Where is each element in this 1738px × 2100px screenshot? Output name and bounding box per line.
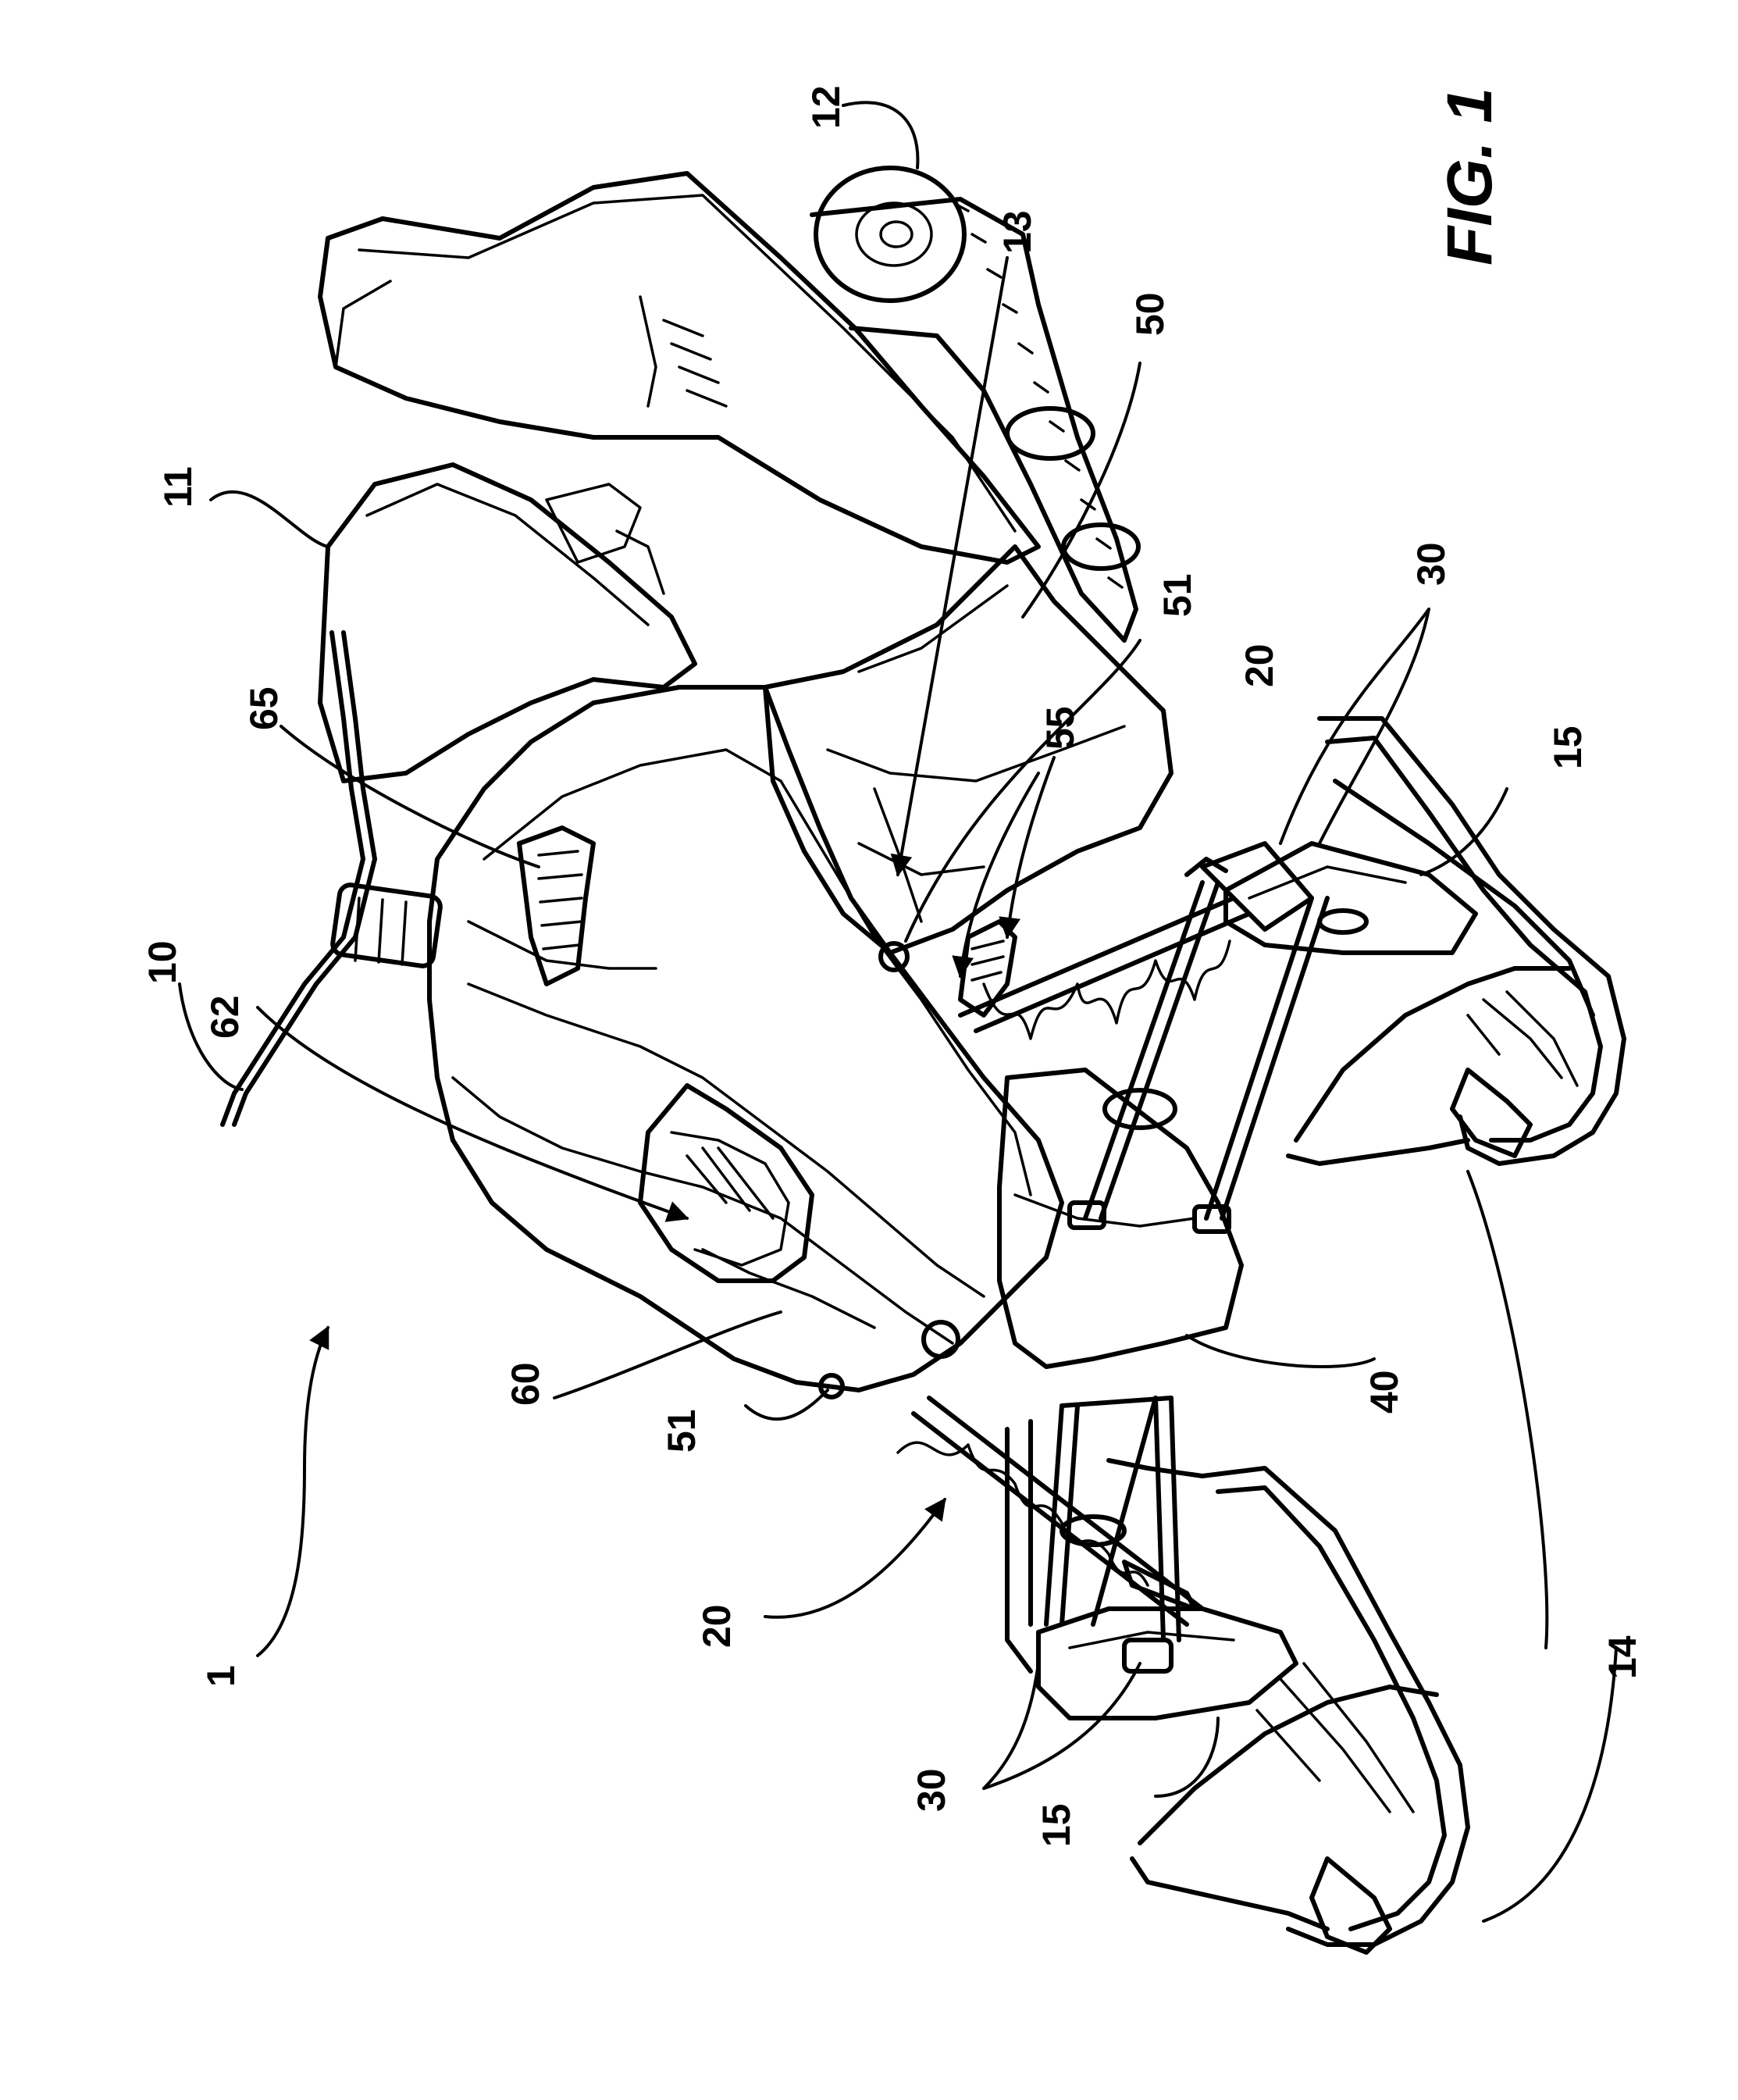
label-20-left: 20 [695,1604,739,1648]
leader-11 [211,492,328,547]
reference-labels: 1 10 11 12 13 14 15 15 20 20 30 30 40 50… [141,85,1644,1847]
leader-30-right-b [1280,609,1429,843]
label-15-left: 15 [1035,1803,1078,1847]
leader-13 [898,258,1007,875]
leader-14a [1468,1171,1547,1648]
hood [765,547,1171,953]
leader-20-left [765,1499,945,1617]
ski-left [1007,1421,1468,1952]
label-50: 50 [1128,292,1172,336]
ski-spindle-left [1038,1609,1296,1718]
leader-51-lower [746,1390,828,1419]
label-20-right: 20 [1238,644,1281,687]
ski-right [1288,718,1624,1164]
label-15-right: 15 [1546,726,1590,769]
leader-20-right [960,773,1038,976]
label-51-upper: 51 [1156,573,1199,617]
snowmobile-drawing [223,168,1624,1952]
fasteners [821,943,958,1397]
label-1: 1 [199,1665,243,1687]
upper-console [320,465,695,781]
leader-15-left [1156,1718,1218,1796]
label-13: 13 [995,210,1039,254]
vehicle-arrow [258,1328,328,1656]
leader-62 [258,1007,687,1218]
air-intake [640,1086,812,1281]
leader-12 [843,102,917,168]
label-60: 60 [504,1362,547,1406]
label-10: 10 [141,940,184,984]
nose-panel [429,687,1062,1390]
leader-40 [1187,1335,1374,1367]
label-30-right: 30 [1409,542,1453,586]
leader-60 [554,1312,781,1398]
label-14: 14 [1601,1635,1644,1679]
label-55: 55 [1038,706,1082,750]
label-62: 62 [203,995,247,1039]
label-51-lower: 51 [660,1409,703,1453]
label-40: 40 [1362,1370,1406,1414]
ski-spindle-right [1226,843,1476,953]
label-11: 11 [156,466,200,508]
leader-14b [1483,1648,1616,1921]
leader-51-upper [906,640,1140,941]
label-65: 65 [242,686,286,730]
drive-track [812,168,1138,640]
leader-30-left-b [984,1663,1140,1788]
figure-caption: FIG. 1 [1434,87,1505,266]
label-12: 12 [804,85,848,129]
label-30-left: 30 [910,1768,953,1812]
